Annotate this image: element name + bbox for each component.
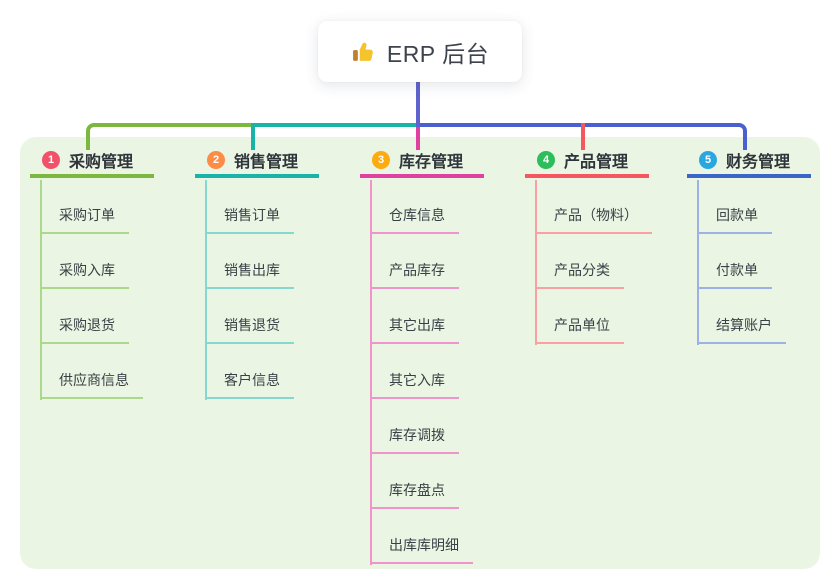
child-node[interactable]: 销售订单 (205, 206, 294, 234)
child-node[interactable]: 销售出库 (205, 261, 294, 289)
bus-segment (251, 123, 420, 127)
child-node[interactable]: 仓库信息 (370, 206, 459, 234)
branch-child-rail (370, 180, 372, 565)
branch-child-rail (40, 180, 42, 400)
branch-node-header[interactable]: 4 产品管理 (525, 146, 649, 178)
root-node[interactable]: ERP 后台 (318, 21, 522, 82)
branch-drop-line (581, 123, 585, 150)
child-node[interactable]: 产品单位 (535, 316, 624, 344)
branch-node-header[interactable]: 5 财务管理 (687, 146, 811, 178)
bus-left-corner (86, 123, 102, 150)
thumbs-up-icon (352, 42, 373, 61)
branch-number-badge: 4 (537, 151, 555, 169)
branch-child-rail (535, 180, 537, 345)
child-node[interactable]: 结算账户 (697, 316, 786, 344)
branch-number-badge: 3 (372, 151, 390, 169)
mindmap-background-panel (20, 137, 820, 569)
branch-number-badge: 1 (42, 151, 60, 169)
child-node[interactable]: 销售退货 (205, 316, 294, 344)
child-node[interactable]: 产品库存 (370, 261, 459, 289)
branch-child-rail (205, 180, 207, 400)
child-node[interactable]: 采购订单 (40, 206, 129, 234)
child-node[interactable]: 库存盘点 (370, 481, 459, 509)
branch-node-label: 采购管理 (69, 154, 134, 171)
branch-node-label: 产品管理 (564, 154, 629, 171)
root-trunk-line (416, 82, 420, 127)
child-node[interactable]: 供应商信息 (40, 371, 143, 399)
child-node[interactable]: 其它出库 (370, 316, 459, 344)
branch-node-label: 销售管理 (234, 154, 299, 171)
child-node[interactable]: 采购退货 (40, 316, 129, 344)
bus-right-corner (731, 123, 747, 150)
branch-drop-line (416, 123, 420, 150)
child-node[interactable]: 其它入库 (370, 371, 459, 399)
branch-node-header[interactable]: 1 采购管理 (30, 146, 154, 178)
branch-child-rail (697, 180, 699, 345)
root-node-label: ERP 后台 (386, 40, 490, 67)
branch-number-badge: 2 (207, 151, 225, 169)
branch-node-header[interactable]: 2 销售管理 (195, 146, 319, 178)
child-node[interactable]: 产品（物料） (535, 206, 652, 234)
branch-node-label: 库存管理 (399, 154, 464, 171)
branch-node-label: 财务管理 (726, 154, 791, 171)
child-node[interactable]: 库存调拨 (370, 426, 459, 454)
branch-drop-line (251, 123, 255, 150)
child-node[interactable]: 付款单 (697, 261, 772, 289)
child-node[interactable]: 客户信息 (205, 371, 294, 399)
child-node[interactable]: 产品分类 (535, 261, 624, 289)
bus-segment (416, 123, 735, 127)
bus-segment (98, 123, 255, 127)
child-node[interactable]: 出库库明细 (370, 536, 473, 564)
branch-node-header[interactable]: 3 库存管理 (360, 146, 484, 178)
branch-number-badge: 5 (699, 151, 717, 169)
child-node[interactable]: 采购入库 (40, 261, 129, 289)
child-node[interactable]: 回款单 (697, 206, 772, 234)
